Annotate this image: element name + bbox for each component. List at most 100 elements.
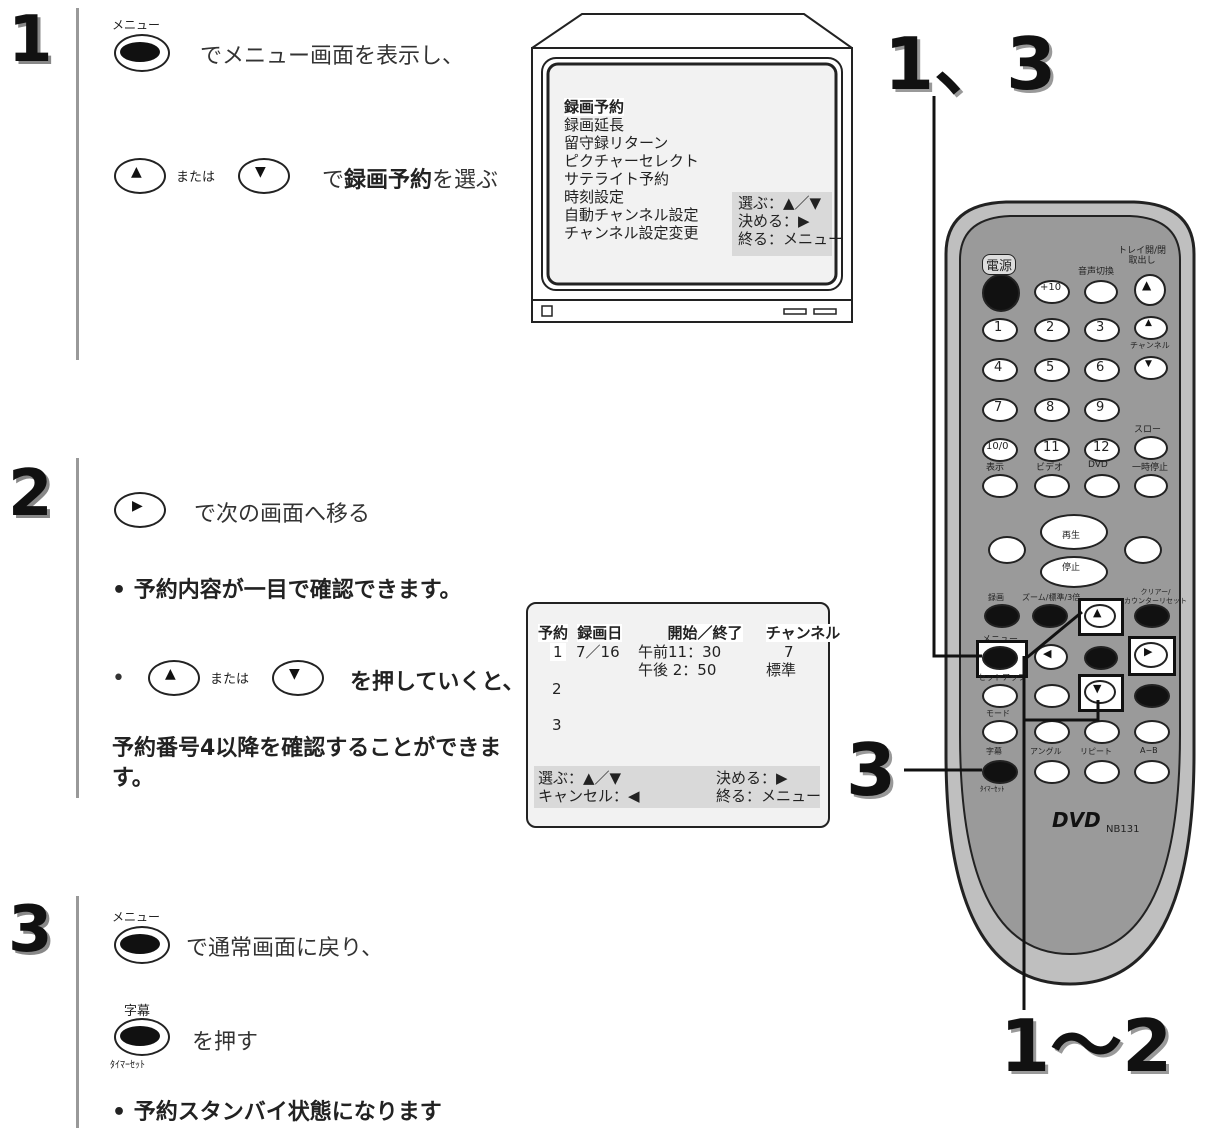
up-button-icon	[114, 158, 166, 194]
up-arrow-icon: ▲	[1093, 606, 1102, 619]
video-label: ビデオ	[1036, 463, 1064, 473]
eject-icon: ▲	[1142, 278, 1152, 292]
num-button[interactable]	[982, 358, 1018, 382]
tv-menu-item: 自動チャンネル設定	[564, 206, 699, 224]
plus10-button[interactable]	[1034, 280, 1070, 304]
channel-up-button[interactable]	[1134, 316, 1168, 340]
num-button[interactable]	[1034, 318, 1070, 342]
left-arrow-icon: ◀	[1043, 647, 1052, 660]
angle-button[interactable]	[1034, 760, 1070, 784]
menu-button-fill	[120, 934, 160, 954]
num-label: 4	[994, 360, 1003, 375]
slow-label: スロー	[1134, 425, 1162, 435]
display-button[interactable]	[982, 474, 1018, 498]
rec-button[interactable]	[984, 604, 1020, 628]
nav-enter-button[interactable]	[1084, 646, 1118, 670]
num-button[interactable]	[982, 318, 1018, 342]
num-label: 5	[1046, 360, 1055, 375]
down-arrow-icon: ▼	[1093, 682, 1102, 695]
menu-button-fill	[120, 42, 160, 62]
num-button[interactable]	[982, 398, 1018, 422]
up-arrow-icon: ▲	[1145, 318, 1152, 328]
step1-select-text: で録画予約を選ぶ	[322, 162, 498, 194]
num-button[interactable]	[982, 438, 1018, 462]
step1-bold: 録画予約	[344, 168, 433, 193]
power-button[interactable]	[982, 274, 1020, 312]
play-button[interactable]	[1040, 514, 1108, 550]
num-label: 6	[1096, 360, 1105, 375]
stop-button[interactable]	[1040, 556, 1108, 588]
menu-remote-button[interactable]	[982, 646, 1018, 670]
num-label: 2	[1046, 320, 1055, 335]
clear-button[interactable]	[1134, 604, 1170, 628]
schedule-header: 予約 録画日 開始／終了 チャンネル	[538, 624, 841, 642]
ab-button[interactable]	[1134, 760, 1170, 784]
subtitle-remote-button[interactable]	[982, 760, 1018, 784]
channel-down-button[interactable]	[1134, 356, 1168, 380]
step3-text2: を押す	[192, 1030, 259, 1055]
rewind-button[interactable]	[988, 536, 1026, 564]
topmenu-button[interactable]	[1034, 684, 1070, 708]
num-button[interactable]	[1034, 398, 1070, 422]
tray-label: トレイ開/閉取出し	[1118, 246, 1167, 266]
tuner-button[interactable]	[1034, 720, 1070, 744]
clear-label: クリアー/カウンターリセット	[1124, 588, 1187, 605]
right-arrow-icon: ▶	[1144, 645, 1153, 658]
zoom-button[interactable]	[1032, 604, 1068, 628]
nav-up-button[interactable]	[1084, 604, 1116, 628]
num-label: 11	[1043, 440, 1060, 455]
slow-fwd-button[interactable]	[1134, 436, 1168, 460]
down-arrow-icon: ▼	[255, 164, 266, 180]
row1-mode: 標準	[766, 661, 797, 679]
step3-text1: で通常画面に戻り、	[186, 936, 384, 961]
skip-fwd-button[interactable]	[1134, 720, 1170, 744]
menu-label: メニュー	[112, 910, 161, 924]
audio-label: 音声切換	[1078, 267, 1115, 277]
angle-label: アングル	[1030, 747, 1062, 756]
num-button[interactable]	[1084, 318, 1120, 342]
step-divider	[76, 8, 79, 360]
row1-end: 午後 2：50	[638, 661, 717, 679]
step-number-3: 3	[8, 893, 53, 967]
setup-button[interactable]	[982, 684, 1018, 708]
audio-button[interactable]	[1084, 280, 1118, 304]
skip-back-button[interactable]	[1084, 720, 1120, 744]
pause-button[interactable]	[1134, 474, 1168, 498]
num-label: 8	[1046, 400, 1055, 415]
row1-date: 7／16	[576, 643, 620, 661]
hdr-num: 予約	[538, 624, 569, 642]
timerset-label: ﾀｲﾏｰｾｯﾄ	[110, 1060, 145, 1071]
play-label: 再生	[1062, 531, 1081, 541]
setup-label: セットアップ	[978, 673, 1026, 682]
right-arrow-icon: ▶	[132, 498, 143, 514]
model-label: NB131	[1106, 824, 1140, 835]
tv-menu-item: 留守録リターン	[564, 134, 669, 152]
num-label: 10/0	[986, 441, 1009, 452]
step3-bullet: • 予約スタンバイ状態になります	[112, 1100, 442, 1125]
nav-down-button[interactable]	[1084, 680, 1116, 704]
num-button[interactable]	[1084, 438, 1120, 462]
step-divider	[76, 458, 79, 798]
num-button[interactable]	[1034, 438, 1070, 462]
repeat-button[interactable]	[1084, 760, 1120, 784]
display-label: 表示	[986, 463, 1005, 473]
up-arrow-icon: ▲	[165, 666, 176, 682]
nav-right-button[interactable]	[1134, 642, 1168, 668]
tv-hint: 決める：▶	[738, 212, 810, 230]
num-button[interactable]	[1084, 398, 1120, 422]
schedule-footer-bg	[534, 766, 820, 808]
tv-menu-item: ピクチャーセレクト	[564, 152, 699, 170]
stop-label: 停止	[1062, 563, 1081, 573]
dvd-button[interactable]	[1084, 474, 1120, 498]
hdr-date: 録画日	[577, 624, 623, 642]
num-button[interactable]	[1084, 358, 1120, 382]
return-button[interactable]	[1134, 684, 1170, 708]
mode-button[interactable]	[982, 720, 1018, 744]
eject-button[interactable]	[1134, 274, 1166, 306]
row1-ch: 7	[784, 643, 794, 661]
step2-note: 予約番号4以降を確認することができます。	[112, 736, 502, 791]
subtitle-label: 字幕	[124, 1004, 151, 1019]
video-button[interactable]	[1034, 474, 1070, 498]
forward-button[interactable]	[1124, 536, 1162, 564]
num-button[interactable]	[1034, 358, 1070, 382]
